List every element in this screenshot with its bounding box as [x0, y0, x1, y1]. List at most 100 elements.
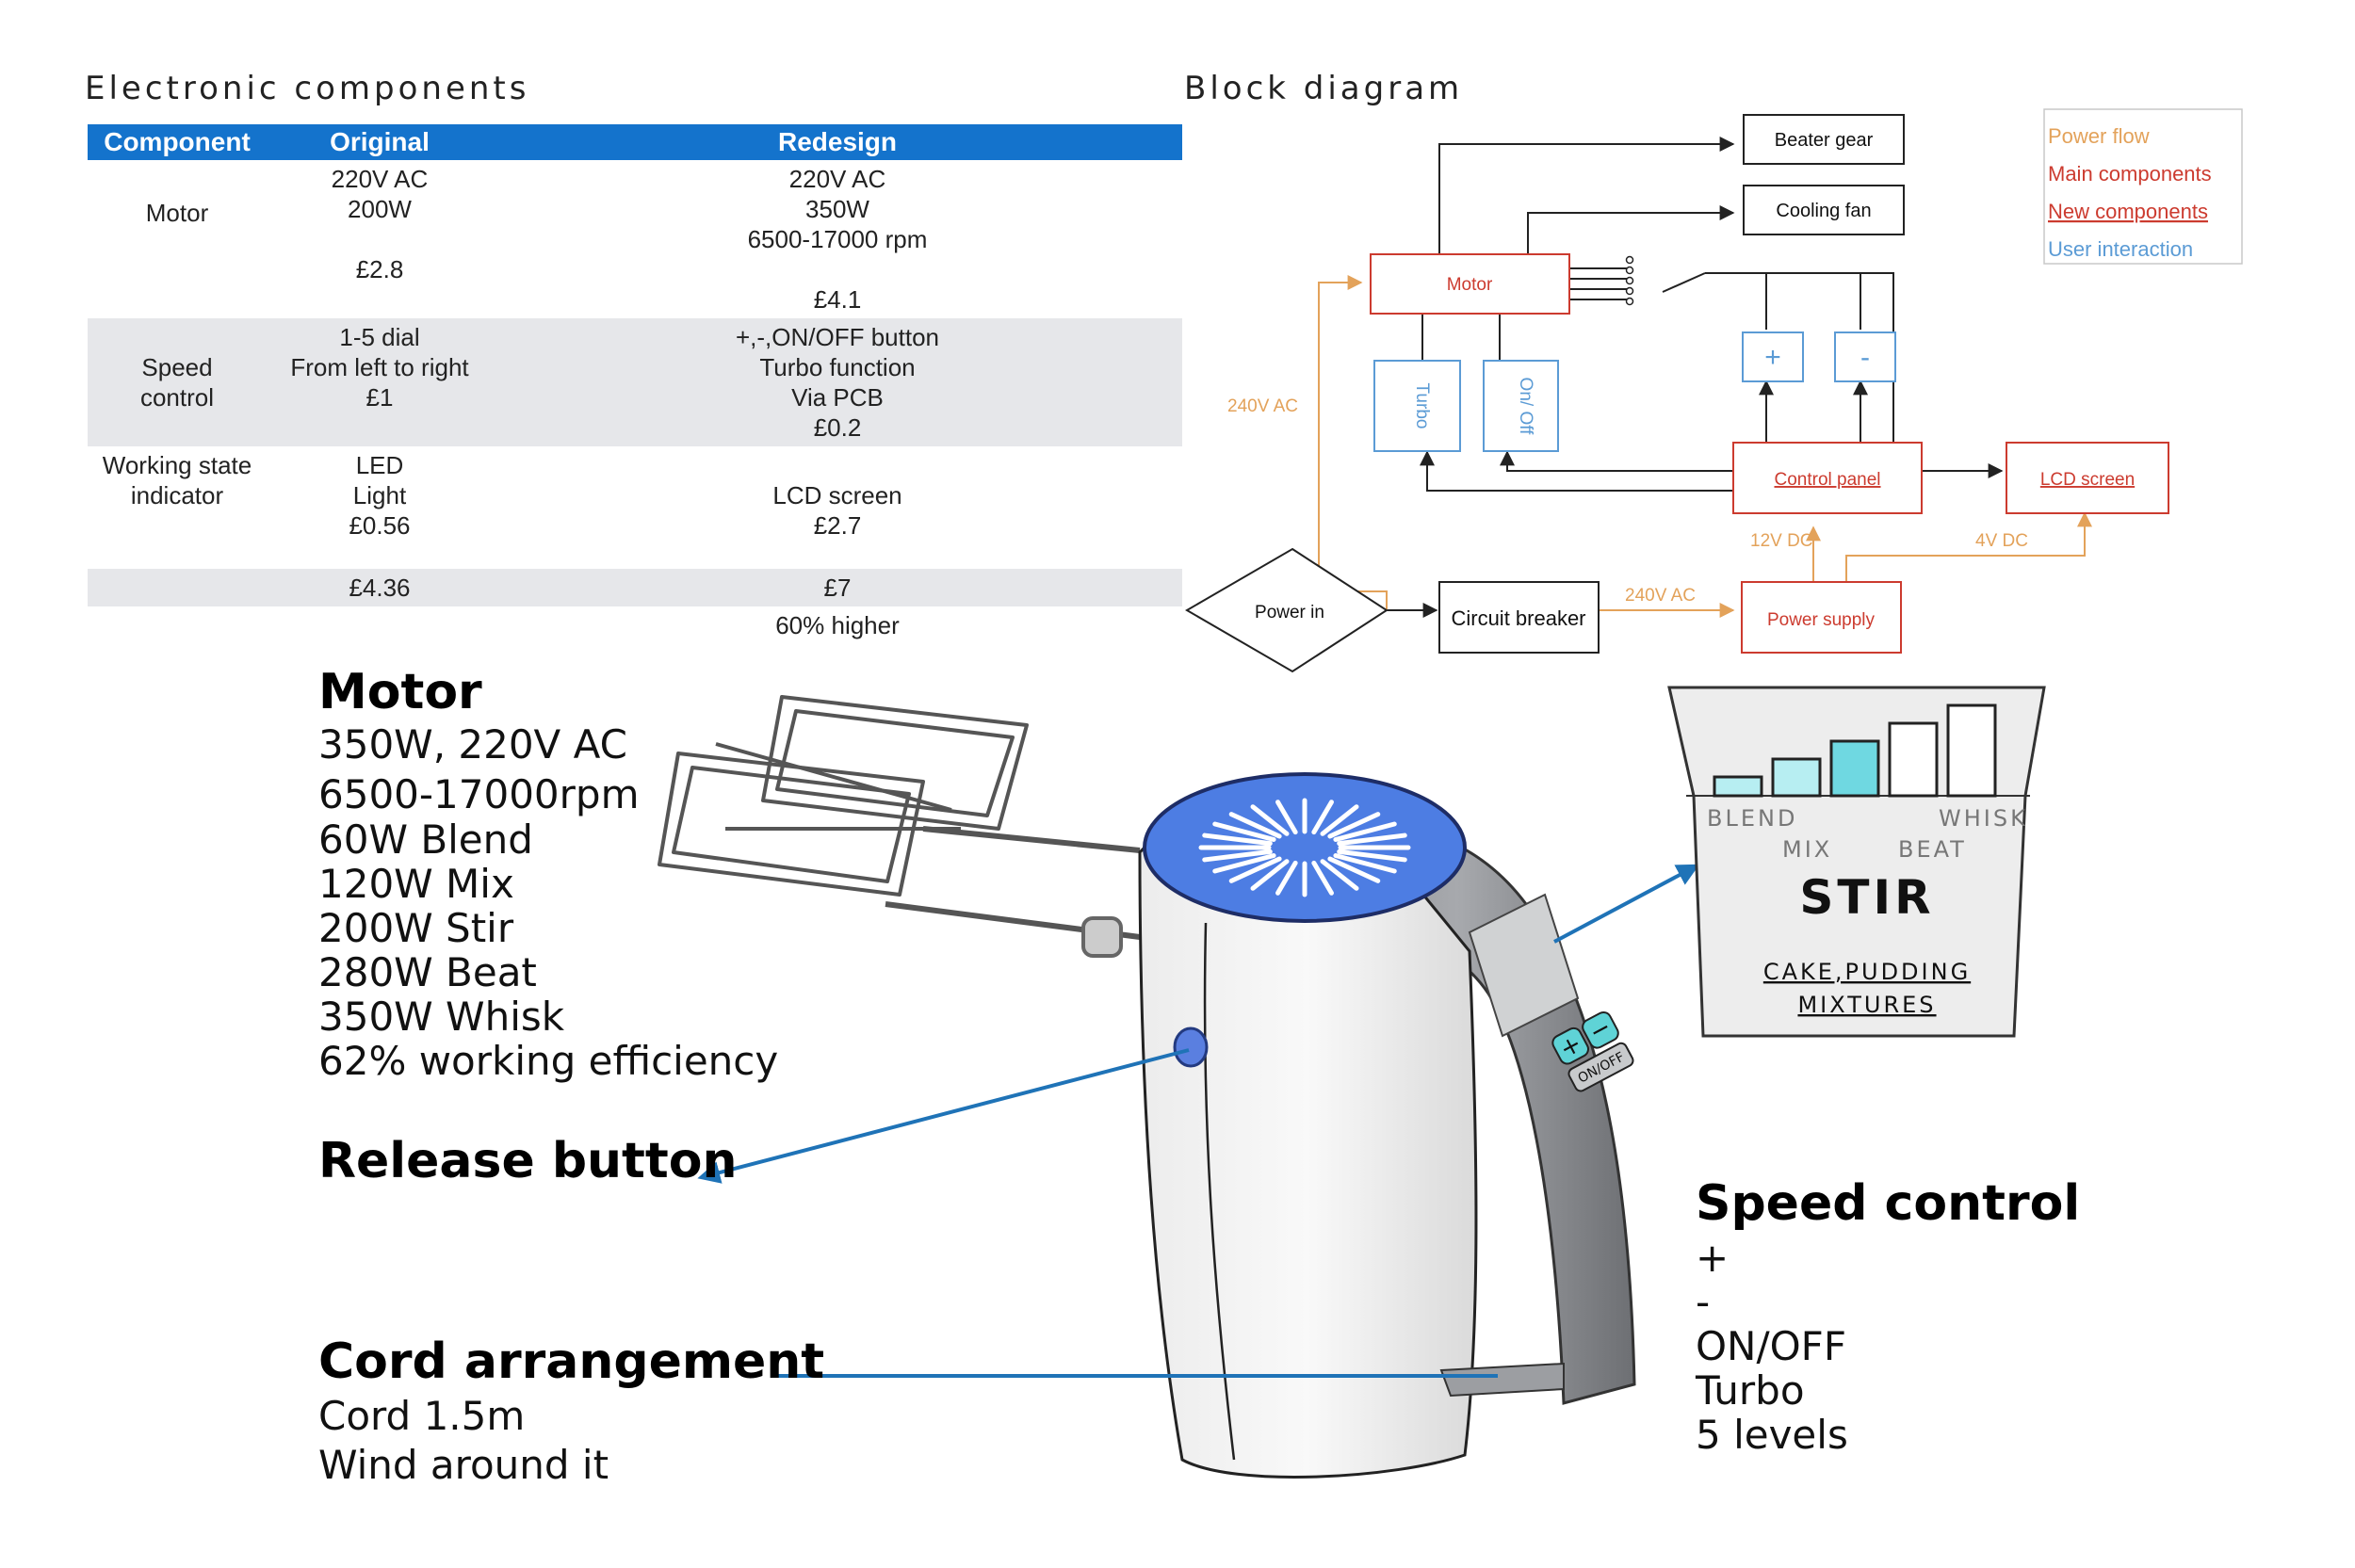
release-title: Release button: [318, 1133, 738, 1189]
vent-slot: [1337, 832, 1407, 847]
level-bars: [1713, 703, 1997, 798]
edge-label-4v: 4V DC: [1975, 531, 2028, 551]
node-label: Power supply: [1767, 610, 1876, 630]
table-row-motor: Motor 220V AC 200W £2.8 220V AC 350W 650…: [88, 160, 1182, 318]
vent-slot: [1333, 821, 1397, 842]
legend-user-interaction: User interaction: [2048, 237, 2193, 261]
vent-slot: [1250, 804, 1290, 836]
legend-main-components: Main components: [2048, 162, 2212, 186]
beaters: [658, 695, 1141, 958]
legend-new-components: New components: [2048, 200, 2208, 223]
table-row-speed: Speed control 1-5 dial From left to righ…: [88, 318, 1182, 446]
speed-line: ON/OFF: [1696, 1323, 1847, 1369]
node-label: -: [1860, 342, 1870, 373]
node-label: Beater gear: [1775, 130, 1874, 151]
mode-current: STIR: [1799, 870, 1934, 925]
table-row-indicator: Working state indicator LED Light £0.56 …: [88, 446, 1182, 569]
vent-slot: [1228, 856, 1282, 883]
motor-line: 350W, 220V AC: [318, 721, 627, 768]
motor-line: 280W Beat: [318, 949, 537, 995]
vent-slot: [1212, 853, 1276, 874]
mode-beat: BEAT: [1898, 836, 1967, 863]
motor-line: 200W Stir: [318, 905, 514, 951]
handle-onoff-button[interactable]: [1567, 1042, 1634, 1093]
node-lcd-screen: LCD screen: [2006, 442, 2169, 514]
cell-redesign: 220V AC 350W 6500-17000 rpm £4.1: [747, 165, 928, 314]
node-label: On/ Off: [1516, 378, 1535, 436]
screen-caption-1: CAKE,PUDDING: [1763, 959, 1971, 985]
node-circuit-breaker: Circuit breaker: [1438, 581, 1600, 654]
node-label: +: [1764, 342, 1781, 373]
speed-line: Turbo: [1696, 1367, 1805, 1414]
cell-component: Motor: [145, 199, 209, 227]
speed-line: 5 levels: [1696, 1412, 1848, 1458]
vent-slot: [1333, 853, 1397, 874]
components-table: Component Original Redesign Motor 220V A…: [88, 124, 1182, 644]
vent-cap: [1143, 772, 1467, 923]
motor-line: 6500-17000rpm: [318, 771, 640, 817]
node-label: Power in: [1255, 603, 1324, 622]
screen-caption-2: MIXTURES: [1797, 992, 1936, 1018]
speed-line: +: [1696, 1235, 1730, 1281]
vent-slot: [1320, 804, 1359, 836]
vent-slot: [1202, 849, 1273, 863]
header-original: Original: [267, 124, 493, 160]
edge-label-240v-left: 240V AC: [1227, 396, 1298, 416]
diagram-title: Block diagram: [1184, 70, 1464, 107]
mode-whisk: WHISK: [1939, 805, 2028, 832]
cell-component: Working state indicator: [102, 451, 252, 509]
vent-slot: [1311, 800, 1334, 835]
edge-label-12v: 12V DC: [1750, 531, 1813, 551]
cell-original: 220V AC 200W £2.8: [331, 165, 429, 283]
table-row-increase: 60% higher: [88, 606, 1182, 644]
node-label: Control panel: [1774, 470, 1880, 490]
cell-component: Speed control: [88, 318, 267, 446]
vent-slot: [1311, 860, 1334, 896]
vent-slot: [1320, 859, 1359, 891]
node-beater-gear: Beater gear: [1743, 114, 1905, 165]
handle-screen: [1468, 893, 1580, 1038]
node-label: Turbo: [1412, 383, 1432, 429]
mode-mix: MIX: [1782, 836, 1832, 863]
mode-blend: BLEND: [1707, 805, 1797, 832]
cell-redesign: £7: [493, 569, 1182, 606]
vent-slot: [1337, 849, 1407, 863]
node-on-off: On/ Off: [1483, 360, 1559, 452]
node-cooling-fan: Cooling fan: [1743, 185, 1905, 235]
cord-bracket: [1439, 1362, 1565, 1398]
legend-power-flow: Power flow: [2048, 124, 2150, 148]
vent-slot: [1228, 812, 1282, 839]
cell-original: LED Light £0.56: [349, 451, 411, 540]
release-button[interactable]: [1173, 1026, 1209, 1068]
cell-original: £4.36: [267, 569, 493, 606]
cord-title: Cord arrangement: [318, 1334, 825, 1390]
node-label: LCD screen: [2040, 470, 2135, 490]
handle-minus-button[interactable]: [1580, 1010, 1620, 1050]
cord-line: Cord 1.5m: [318, 1393, 526, 1439]
motor-line: 62% working efficiency: [318, 1038, 779, 1084]
node-turbo: Turbo: [1373, 360, 1461, 452]
cell-original: 1-5 dial From left to right £1: [267, 318, 493, 446]
vent-slot: [1275, 860, 1298, 896]
node-label: Circuit breaker: [1451, 606, 1585, 630]
level-bar: [1888, 721, 1939, 798]
handle-plus-button[interactable]: [1551, 1026, 1591, 1066]
diagram-legend: Power flow Main components New component…: [2043, 108, 2243, 265]
vent-slot: [1275, 800, 1298, 835]
table-row-total: £4.36 £7: [88, 569, 1182, 606]
cell-component: [88, 569, 267, 606]
level-bar: [1713, 775, 1763, 798]
cell-redesign: 60% higher: [775, 611, 900, 639]
vent-slot: [1212, 821, 1276, 842]
motor-line: 350W Whisk: [318, 994, 565, 1040]
header-component: Component: [88, 124, 267, 160]
level-bar: [1946, 703, 1997, 798]
motor-line: 120W Mix: [318, 861, 514, 907]
node-power-supply: Power supply: [1741, 581, 1902, 654]
level-bar: [1771, 757, 1822, 798]
node-plus: +: [1742, 331, 1804, 382]
edge-label-240v-bottom: 240V AC: [1625, 586, 1696, 606]
node-minus: -: [1834, 331, 1896, 382]
